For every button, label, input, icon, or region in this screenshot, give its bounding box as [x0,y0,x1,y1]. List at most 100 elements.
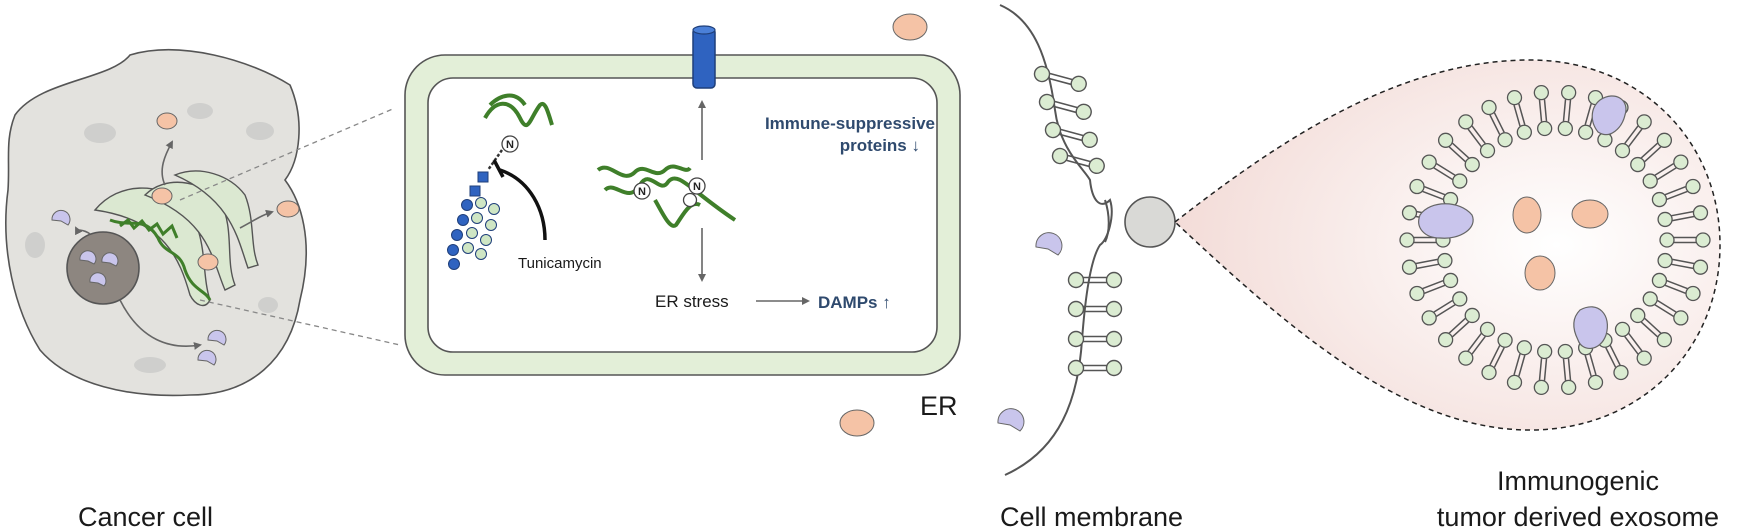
lipid-head [1561,379,1577,396]
lipid-head [1497,132,1513,148]
n-glycan-site [501,135,519,153]
n-glycan-label: N [506,139,514,151]
lipid-head [1578,124,1594,140]
zoom-line [199,299,401,346]
lipid-head [1479,142,1496,159]
cargo-orange [1524,255,1556,291]
lipid-head [1685,178,1701,195]
lipid-head [1630,156,1646,173]
lipid-head [1481,364,1497,381]
lipid-head [1692,205,1709,221]
secretion-arrow [119,299,202,350]
lipid-head [1587,374,1604,391]
cancer-cell [5,49,307,397]
lipid-head [1656,132,1673,148]
vesicle-gray [258,297,278,313]
secretion-arrow [239,209,274,229]
vesicle-gray [134,357,166,373]
secretion-arrow [161,140,173,186]
vesicle-gray [25,232,45,258]
exosome-label-line1: Immunogenic [1497,466,1659,496]
lipid-head [1479,321,1496,338]
lipid-head [1452,291,1468,307]
lipid-head [1458,114,1474,130]
lipid-head [1409,178,1425,195]
multivesicular-body [66,231,140,305]
lipid-head [1537,343,1553,360]
exosome-membrane-protein [1418,203,1474,239]
vesicle-gray [84,123,116,143]
lipid-head [1464,307,1480,324]
lipid-head [1409,285,1425,302]
cargo-orange [276,200,300,218]
secretion-arrow [75,226,91,236]
lipid-head [1537,120,1553,137]
lipid-head [1656,332,1673,348]
exosome-zoom [1173,59,1721,431]
lipid-head [1692,259,1709,275]
immune-suppressive-label-2: proteins ↓ [840,136,920,155]
lipid-head [1399,232,1415,248]
lipid-head [1464,156,1480,173]
cargo-orange [156,112,178,130]
misfolded-protein: N N [596,164,737,228]
cargo-purple [997,408,1025,432]
lipid-head [1561,84,1577,101]
lipid-head [1557,120,1573,137]
cargo-orange [1571,199,1609,229]
lipid-head [1506,374,1523,391]
damps-label: DAMPs ↑ [818,293,891,312]
lipid-head [1651,191,1668,208]
lipid-head [1533,379,1549,396]
vesicle-gray [187,103,213,119]
lipid-head [1695,232,1711,248]
membrane-receptor [692,27,716,89]
lipid-head [1685,285,1701,302]
glycan-chain [447,171,500,270]
lipid-head [1651,272,1668,289]
lipid-head [1401,205,1418,221]
cargo-purple [101,252,119,267]
budding-exosome [1124,196,1176,248]
lipid-head [1497,332,1513,348]
cargo-orange [892,13,928,41]
cargo-purple [207,329,227,346]
cargo-purple [89,272,107,287]
tunicamycin-label: Tunicamycin [518,255,602,272]
receptor-top [692,25,716,35]
lipid-head [1673,310,1689,326]
cargo-orange [151,187,173,205]
immune-suppressive-label: Immune-suppressive [765,114,935,133]
lipid-head [1642,291,1658,307]
cargo-purple [51,209,71,226]
cargo-orange [1512,196,1542,234]
lipid-head [1458,350,1474,366]
glycoprotein [483,101,554,127]
svg-text:N: N [638,186,646,198]
cancer-cell-label: Cancer cell [78,502,213,530]
exosome-label-line2: tumor derived exosome [1437,502,1719,530]
lipid-head [1437,132,1454,148]
cargo-purple [79,250,97,265]
er-compartment: N Tunicamycin [404,25,961,376]
lipid-head [1557,343,1573,360]
lipid-head [1659,232,1675,248]
lipid-head [1516,124,1532,140]
exosome-membrane-protein [1591,95,1627,136]
lipid-head [1657,252,1673,269]
lipid-head [1642,173,1658,189]
lipid-head [1614,321,1631,338]
cargo-orange [839,409,875,437]
er-label: ER [920,391,958,421]
lipid-head [1636,350,1652,366]
inhibition-arc [499,168,547,241]
zoom-line [179,107,396,201]
lipid-head [1421,310,1437,326]
lipid-head [1657,211,1673,228]
cell-membrane-label: Cell membrane [1000,502,1183,530]
lipid-head [1613,364,1629,381]
inhibition-bar [492,159,505,178]
cargo-purple [197,349,217,366]
lipid-head [1421,154,1437,170]
